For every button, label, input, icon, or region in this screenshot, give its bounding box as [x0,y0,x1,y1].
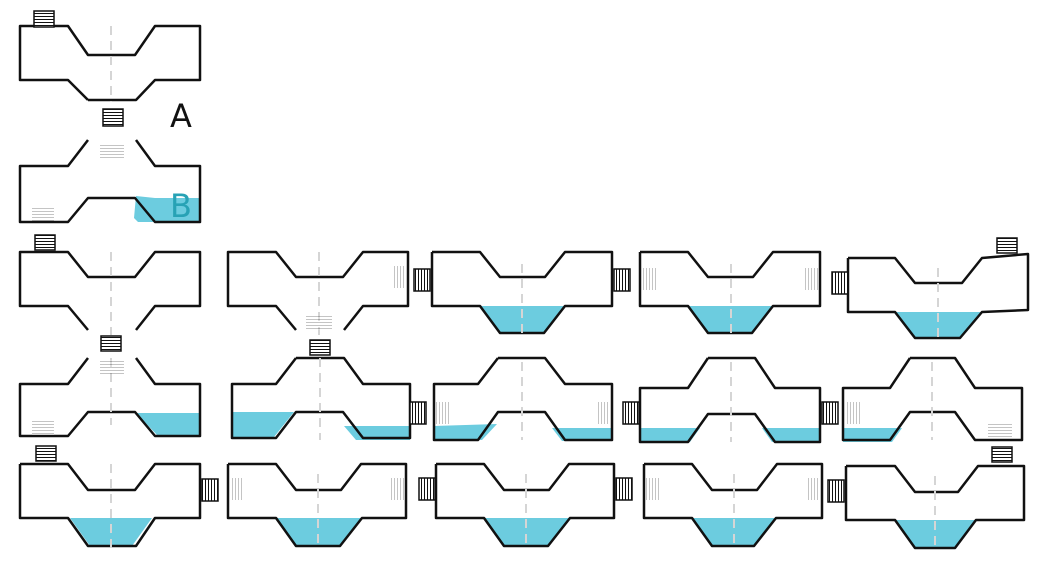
piece-a-outline [18,24,202,102]
socket-top [100,145,124,159]
r2-c5 [841,356,1024,442]
r3-c5 [827,446,1026,550]
c1-r3 [18,445,219,548]
label-a: A [170,97,192,135]
r1-c3 [413,250,631,335]
label-b: B [170,187,192,225]
r3-c4 [642,462,824,548]
r2-c3 [432,356,614,442]
c1-r2 [18,357,202,438]
socket-left [32,207,54,221]
r3-c2 [226,462,408,548]
connector-top [33,10,55,28]
piece-a [18,10,202,127]
connector-bottom [102,108,124,127]
r1-c4 [638,250,822,335]
piece-b [18,139,202,224]
r1-c2 [226,250,410,335]
r1-c5 [831,237,1030,340]
r2-c2 [230,339,427,440]
r2-c4 [622,356,839,444]
piece-b-outline [18,139,202,224]
c1-r1 [18,234,202,352]
r3-c3 [418,462,633,548]
